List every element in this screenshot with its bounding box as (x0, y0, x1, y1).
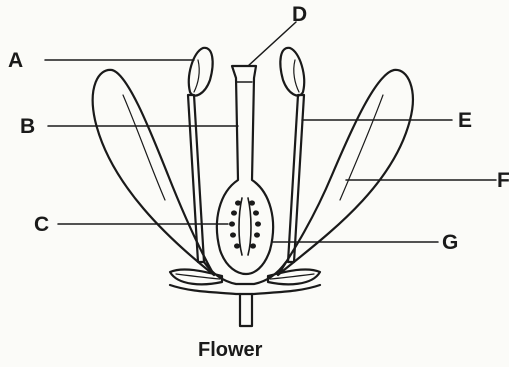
sepal-left (170, 269, 222, 284)
pedicel (240, 294, 252, 326)
pistil (217, 66, 273, 274)
label-d: D (292, 4, 307, 25)
stamen-right (280, 48, 304, 262)
label-a: A (8, 50, 23, 71)
leader-line-d (248, 22, 296, 66)
label-f: F (497, 170, 509, 191)
label-c: C (34, 214, 49, 235)
label-g: G (442, 232, 458, 253)
label-b: B (20, 116, 35, 137)
label-e: E (458, 110, 472, 131)
ovules (229, 200, 261, 248)
sepal-right (268, 269, 320, 284)
receptacle (170, 262, 320, 294)
placenta (239, 198, 251, 255)
petal-left (93, 70, 214, 275)
diagram-caption: Flower (198, 340, 262, 360)
